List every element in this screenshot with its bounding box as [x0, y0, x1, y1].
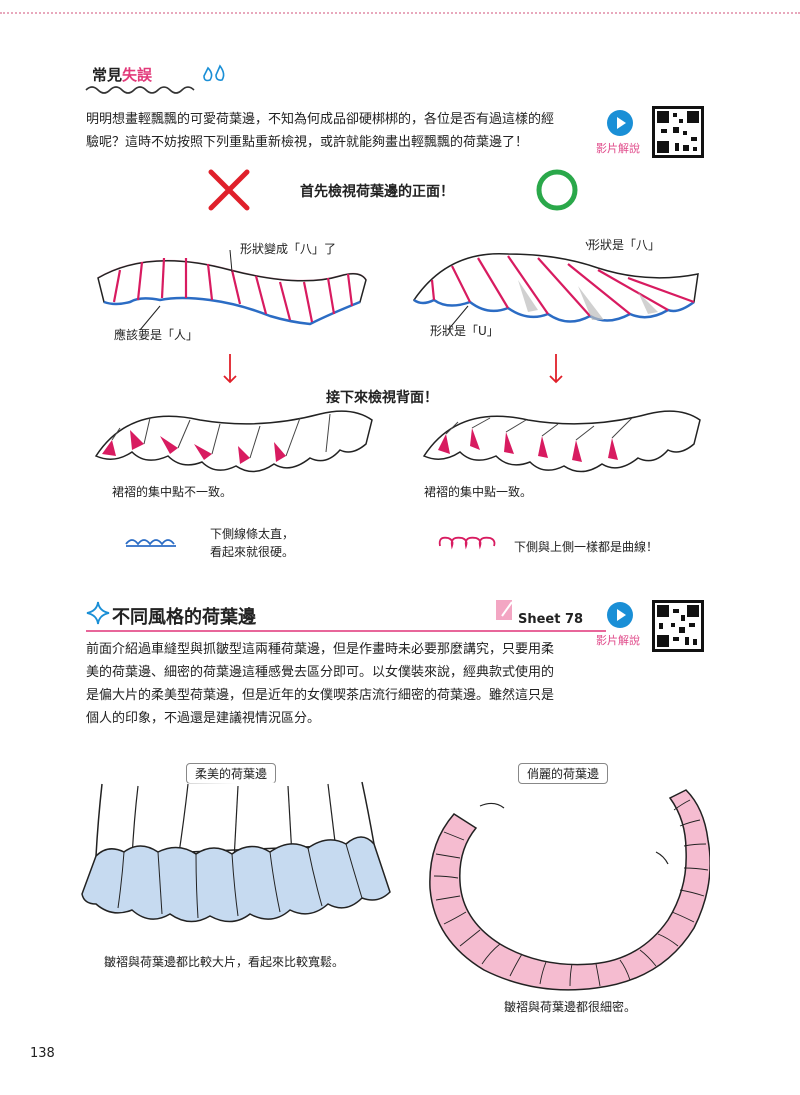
qr-code-icon[interactable] [652, 600, 704, 652]
curved-line-example [438, 536, 496, 550]
soft-ruffle-tag: 柔美的荷葉邊 [186, 763, 277, 784]
should-be-label: 應該要是「人」 [114, 328, 199, 342]
correct-circle-icon [536, 169, 578, 211]
intro-line-2: 驗呢？這時不妨按照下列重點重新檢視，或許就能夠畫出輕飄飄的荷葉邊了！ [86, 135, 529, 150]
wrong-ruffle-front-illustration [97, 249, 367, 331]
fine-ruffle-caption: 皺褶與荷葉邊都很細密。 [504, 1000, 637, 1014]
section2-underline [86, 630, 606, 632]
right-ruffle-back-illustration [422, 410, 701, 473]
video-explanation-label: 影片解說 [596, 142, 640, 155]
play-icon [617, 609, 626, 621]
page-number: 138 [30, 1046, 55, 1061]
play-icon [617, 117, 626, 129]
down-arrow-icon [223, 354, 237, 384]
section2-body-line-4: 個人的印象，不過還是建議視情況區分。 [86, 711, 321, 726]
soft-ruffle-caption: 皺褶與荷葉邊都比較大片，看起來比較寬鬆。 [104, 955, 345, 969]
play-video-button[interactable] [607, 110, 633, 136]
sweat-drop-icon [203, 64, 225, 82]
common-mistakes-title: 常見失誤 [92, 66, 153, 84]
fine-ruffle-collar-illustration [429, 789, 710, 991]
wavy-underline [85, 86, 195, 94]
wrong-cross-icon [208, 169, 250, 211]
wrong-shape-label: 形狀變成「八」了 [240, 242, 337, 256]
front-check-heading: 首先檢視荷葉邊的正面！ [300, 184, 454, 200]
sheet-number: Sheet 78 [518, 612, 584, 627]
section2-title: 不同風格的荷葉邊 [112, 607, 256, 628]
wrong-ruffle-back-illustration [94, 410, 373, 473]
top-dotted-border [0, 12, 800, 14]
right-line-caption: 下側與上側一樣都是曲線！ [514, 540, 659, 554]
right-back-caption: 裙褶的集中點一致。 [424, 485, 533, 499]
fine-ruffle-tag: 俏麗的荷葉邊 [518, 763, 609, 784]
soft-ruffle-skirt-illustration [81, 781, 391, 923]
wrong-line-caption-1: 下側線條太直， [210, 527, 295, 541]
section2-body-line-1: 前面介紹過車縫型與抓皺型這兩種荷葉邊，但是作畫時未必要那麼講究，只要用柔 [86, 642, 555, 657]
down-arrow-icon [549, 354, 563, 384]
right-shape-label: 形狀是「八」 [588, 238, 661, 252]
video-explanation-label: 影片解說 [596, 634, 640, 647]
right-ruffle-front-illustration [412, 241, 699, 331]
intro-line-1: 明明想畫輕飄飄的可愛荷葉邊，不知為何成品卻硬梆梆的，各位是否有過這樣的經 [86, 112, 555, 127]
section2-body-line-3: 是偏大片的柔美型荷葉邊，但是近年的女僕喫茶店流行細密的荷葉邊。雖然這只是 [86, 688, 555, 703]
wrong-back-caption: 裙褶的集中點不一致。 [112, 485, 233, 499]
right-u-shape-label: 形狀是「U」 [430, 324, 499, 338]
wrong-line-caption-2: 看起來就很硬。 [210, 545, 295, 559]
back-check-heading: 接下來檢視背面！ [326, 390, 438, 406]
straight-bottom-line-example [125, 539, 176, 547]
section2-body-line-2: 美的荷葉邊、細密的荷葉邊這種感覺去區分即可。以女僕裝來說，經典款式使用的 [86, 665, 555, 680]
sparkle-icon [86, 601, 110, 625]
qr-code-icon[interactable] [652, 106, 704, 158]
sheet-pencil-icon [496, 600, 513, 620]
play-video-button[interactable] [607, 602, 633, 628]
